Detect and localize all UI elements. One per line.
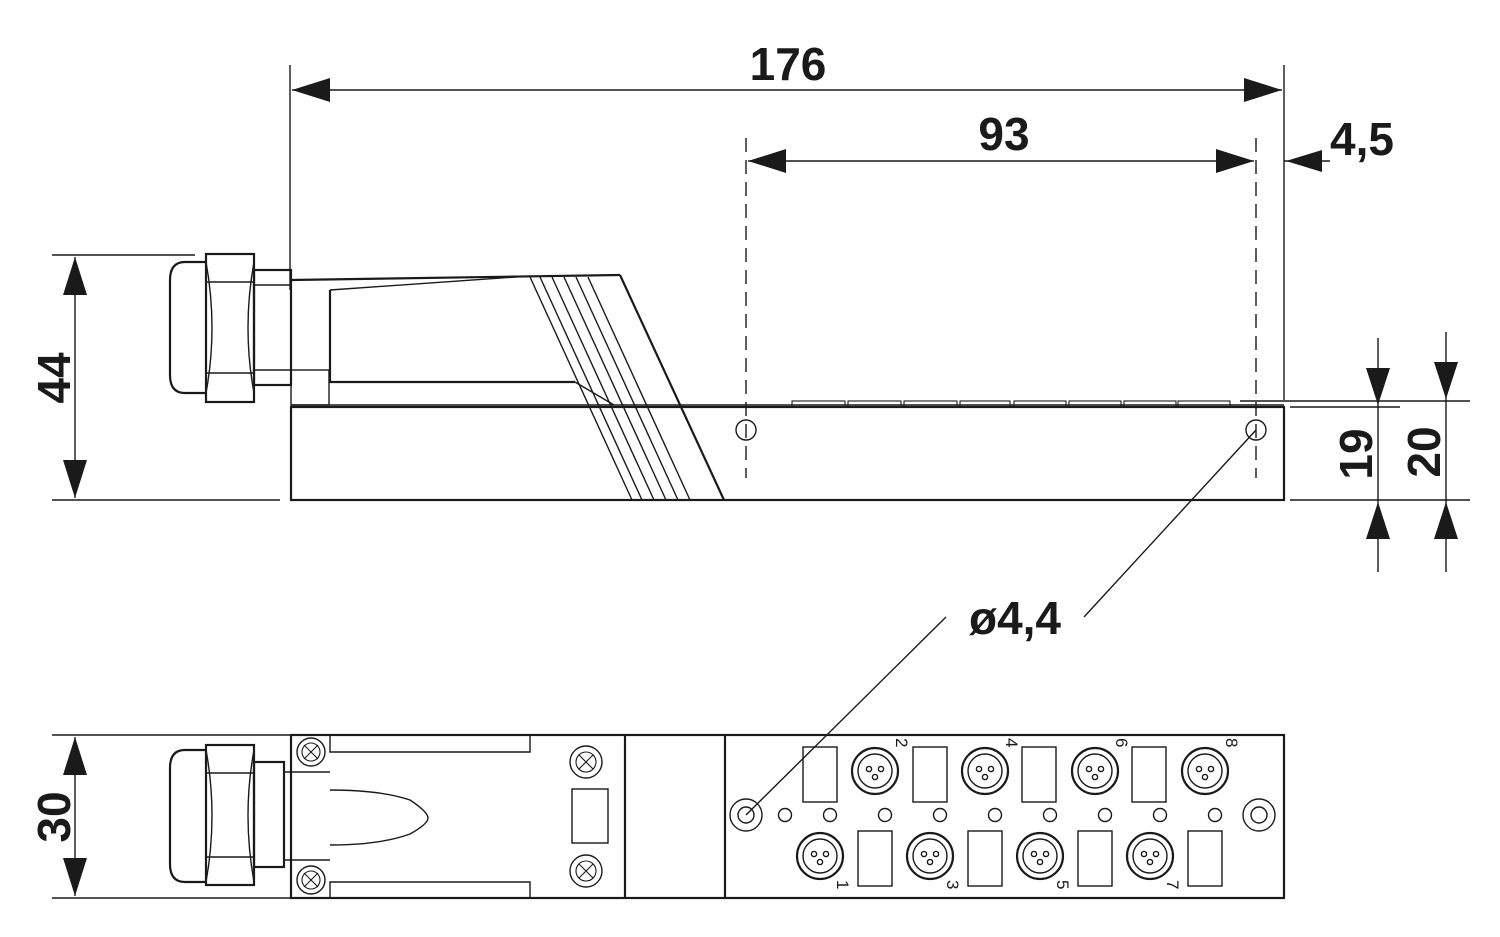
port-bottom-3: 3	[905, 831, 962, 889]
port-number-label: 5	[1053, 880, 1072, 889]
label-window	[1131, 746, 1167, 803]
port-number-label: 1	[833, 880, 852, 889]
screw-icon	[569, 745, 603, 779]
port-number-label: 4	[1002, 738, 1021, 747]
led-indicator	[1042, 807, 1058, 823]
dim-label-19: 19	[1330, 428, 1382, 479]
led-indicator	[822, 807, 838, 823]
port-number-label: 8	[1222, 738, 1241, 747]
side-view	[168, 252, 1286, 502]
port-bottom-1: 1	[795, 831, 852, 889]
dim-label-20: 20	[1398, 426, 1450, 477]
dimension-width-30: 30	[28, 734, 290, 899]
label-window	[967, 830, 1003, 887]
port-number-label: 3	[943, 880, 962, 889]
led-indicator	[1207, 807, 1223, 823]
dimension-height-44: 44	[28, 254, 280, 501]
screw-icon	[296, 865, 326, 895]
dim-label-hole-diameter: ø4,4	[969, 592, 1061, 644]
dim-label-30: 30	[28, 791, 80, 842]
m8-ports: 2 4 6 8 1 3 5 7	[777, 738, 1241, 889]
led-indicator	[1097, 807, 1113, 823]
screw-icon	[569, 854, 603, 888]
led-indicator	[1152, 807, 1168, 823]
label-window	[1021, 746, 1057, 803]
screw-icon	[296, 737, 326, 767]
dim-label-4-5: 4,5	[1330, 113, 1394, 165]
port-top-4: 4	[960, 738, 1021, 796]
port-top-2: 2	[850, 738, 911, 796]
dim-label-44: 44	[28, 352, 80, 404]
dimension-body-height: 19 20	[1240, 332, 1470, 572]
label-window	[912, 746, 948, 803]
port-bottom-5: 5	[1015, 831, 1072, 889]
top-view	[168, 733, 1286, 900]
port-bottom-7: 7	[1125, 831, 1182, 889]
label-window	[1187, 830, 1223, 887]
label-window	[802, 746, 838, 803]
dim-label-93: 93	[978, 108, 1029, 160]
dimension-edge-offset: 4,5	[1284, 113, 1394, 172]
port-top-8: 8	[1180, 738, 1241, 796]
led-indicator	[877, 807, 893, 823]
port-top-6: 6	[1070, 738, 1131, 796]
port-number-label: 7	[1163, 880, 1182, 889]
dimension-hole-spacing: 93	[745, 108, 1257, 478]
hole-diameter-callout: ø4,4	[745, 429, 1257, 816]
label-window	[857, 830, 893, 887]
led-indicator	[777, 807, 793, 823]
port-number-label: 2	[892, 738, 911, 747]
dim-label-176: 176	[750, 38, 827, 90]
led-indicator	[987, 807, 1003, 823]
port-number-label: 6	[1112, 738, 1131, 747]
label-window	[1077, 830, 1113, 887]
led-indicator	[932, 807, 948, 823]
dimension-overall-length: 176	[289, 38, 1285, 400]
